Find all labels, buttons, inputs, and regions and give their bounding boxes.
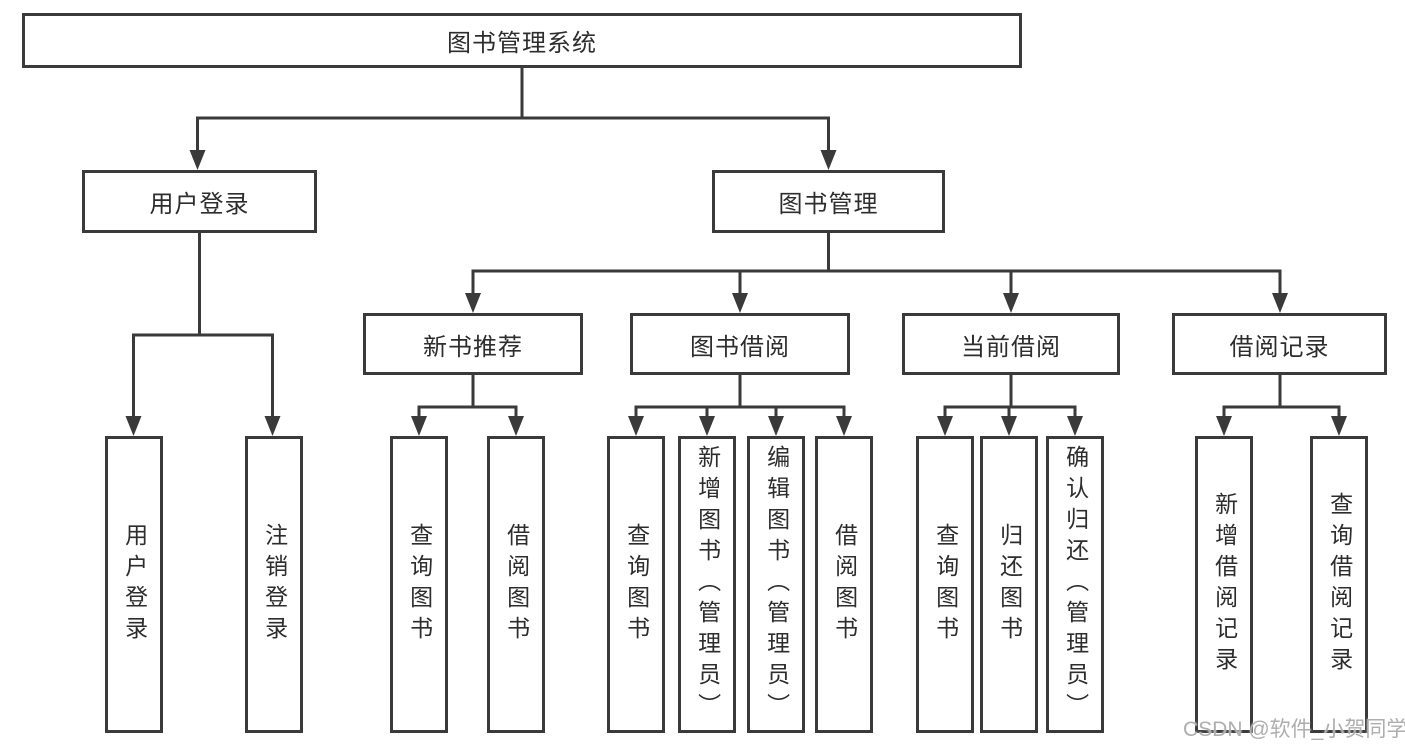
arrowhead-icon	[1272, 293, 1288, 313]
node-borrow-records: 借阅记录	[1172, 313, 1387, 375]
node-book-management: 图书管理	[712, 170, 945, 233]
arrowhead-icon	[937, 416, 953, 436]
csdn-watermark: CSDN @软件_小贺同学	[1183, 718, 1405, 741]
arrowhead-icon	[1003, 293, 1019, 313]
node-user-login: 用户登录	[82, 170, 317, 233]
node-book-management-label: 图书管理	[778, 191, 879, 218]
leaf-edit-book-admin: 编辑图书（管理员）	[747, 436, 805, 733]
arrowhead-icon	[699, 416, 715, 436]
node-book-borrow: 图书借阅	[630, 313, 850, 375]
connector-book-borrow-subtree	[634, 375, 846, 418]
arrowhead-icon	[836, 416, 852, 436]
connector-borrow-record-subtree	[1222, 375, 1341, 418]
node-current-borrow: 当前借阅	[902, 313, 1120, 375]
leaf-query-books-borrow-label: 查询图书	[623, 522, 650, 647]
leaf-add-book-admin-label: 新增图书（管理员）	[694, 445, 721, 724]
connector-current-borrow-subtree	[943, 375, 1077, 418]
leaf-user-login: 用户登录	[105, 436, 163, 733]
node-new-book-recommend-label: 新书推荐	[423, 333, 523, 361]
arrowhead-icon	[1001, 416, 1017, 436]
leaf-query-borrow-record-label: 查询借阅记录	[1326, 491, 1353, 678]
leaf-query-books-current-label: 查询图书	[932, 522, 959, 647]
node-borrow-records-label: 借阅记录	[1229, 333, 1330, 361]
leaf-confirm-return-admin-label: 确认归还（管理员）	[1062, 445, 1089, 724]
node-new-book-recommend: 新书推荐	[363, 313, 583, 375]
leaf-query-books-borrow: 查询图书	[607, 436, 665, 733]
connector-user-login-subtree	[132, 233, 274, 418]
arrowhead-icon	[465, 293, 481, 313]
arrowhead-icon	[732, 293, 748, 313]
leaf-query-books-recommend-label: 查询图书	[406, 522, 433, 647]
arrowhead-icon	[628, 416, 644, 436]
arrowhead-icon	[1067, 416, 1083, 436]
connector-book-mgmt-to-level3	[471, 233, 1282, 296]
leaf-query-books-recommend: 查询图书	[390, 436, 448, 733]
leaf-return-book-label: 归还图书	[996, 522, 1023, 647]
arrowhead-icon	[820, 150, 837, 170]
leaf-query-books-current: 查询图书	[916, 436, 974, 733]
arrowhead-icon	[1216, 416, 1232, 436]
node-book-borrow-label: 图书借阅	[690, 333, 790, 361]
node-current-borrow-label: 当前借阅	[961, 333, 1061, 361]
leaf-edit-book-admin-label: 编辑图书（管理员）	[763, 445, 790, 724]
leaf-borrow-books-recommend: 借阅图书	[487, 436, 545, 733]
leaf-confirm-return-admin: 确认归还（管理员）	[1046, 436, 1104, 733]
arrowhead-icon	[411, 416, 427, 436]
node-user-login-label: 用户登录	[149, 191, 250, 218]
arrowhead-icon	[1331, 416, 1347, 436]
leaf-borrow-books-label: 借阅图书	[831, 522, 858, 647]
leaf-logout-label: 注销登录	[261, 522, 288, 647]
arrowhead-icon	[264, 416, 281, 436]
node-root-label: 图书管理系统	[447, 30, 597, 57]
node-root: 图书管理系统	[22, 13, 1022, 68]
leaf-add-borrow-record: 新增借阅记录	[1195, 436, 1253, 733]
connector-new-book-subtree	[417, 375, 518, 418]
arrowhead-icon	[189, 150, 206, 170]
leaf-borrow-books: 借阅图书	[815, 436, 873, 733]
leaf-logout: 注销登录	[245, 436, 303, 733]
arrowhead-icon	[768, 416, 784, 436]
arrowhead-icon	[508, 416, 524, 436]
leaf-borrow-books-recommend-label: 借阅图书	[503, 522, 530, 647]
leaf-add-borrow-record-label: 新增借阅记录	[1211, 491, 1238, 678]
arrowhead-icon	[125, 416, 142, 436]
leaf-user-login-label: 用户登录	[121, 522, 148, 647]
leaf-return-book: 归还图书	[980, 436, 1038, 733]
leaf-query-borrow-record: 查询借阅记录	[1310, 436, 1368, 733]
connector-root-to-level2	[196, 68, 830, 152]
leaf-add-book-admin: 新增图书（管理员）	[678, 436, 736, 733]
arrowhead-group	[125, 150, 1347, 436]
